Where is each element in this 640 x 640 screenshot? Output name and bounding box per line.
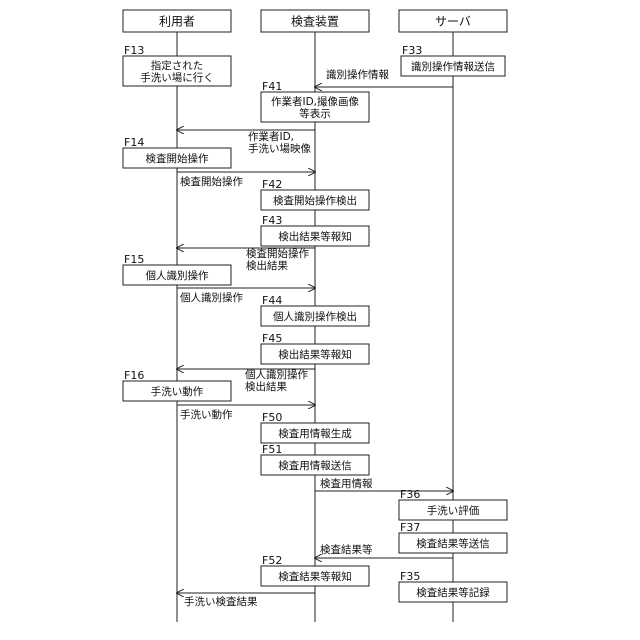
step-number: F42 (262, 178, 282, 191)
step-number: F13 (124, 44, 144, 57)
step-text: 指定された (151, 59, 204, 72)
step-text: 検査結果等報知 (278, 570, 352, 583)
message-label: 検出結果 (245, 380, 287, 393)
step-number: F33 (402, 44, 422, 57)
step-text: 検査用情報送信 (278, 459, 352, 472)
message-label: 手洗い検査結果 (184, 595, 258, 608)
step-text: 検出結果等報知 (278, 230, 352, 243)
step-number: F45 (262, 332, 282, 345)
step-number: F50 (262, 411, 282, 424)
message-label: 個人識別操作 (180, 291, 243, 304)
step-text: 検出結果等報知 (278, 348, 352, 361)
message-label: 作業者ID, (248, 130, 294, 143)
message-m3: 検査開始操作 (177, 172, 315, 188)
step-text: 手洗い動作 (151, 385, 204, 398)
message-m5: 個人識別操作 (177, 288, 315, 304)
step-number: F41 (262, 80, 282, 93)
step-number: F35 (400, 570, 420, 583)
actor-label: 利用者 (159, 15, 195, 29)
step-text: 識別操作情報送信 (411, 60, 495, 73)
step-number: F15 (124, 253, 144, 266)
step-text: 検査用情報生成 (278, 427, 352, 440)
step-text: 個人識別操作検出 (273, 310, 357, 323)
message-label: 個人識別操作 (245, 368, 308, 381)
step-number: F14 (124, 136, 144, 149)
step-number: F36 (400, 488, 420, 501)
step-text: 検査開始操作検出 (273, 194, 357, 207)
step-text: 作業者ID,撮像画像 (271, 95, 360, 108)
message-label: 識別操作情報 (326, 68, 389, 81)
step-text: 等表示 (299, 107, 331, 120)
message-label: 手洗い動作 (180, 408, 233, 421)
message-label: 手洗い場映像 (248, 142, 311, 155)
step-number: F37 (400, 521, 420, 534)
step-number: F44 (262, 294, 282, 307)
step-text: 検査開始操作 (146, 152, 209, 165)
step-number: F16 (124, 369, 144, 382)
step-number: F52 (262, 554, 282, 567)
message-m8: 検査用情報 (315, 477, 453, 491)
message-m10: 手洗い検査結果 (177, 593, 315, 608)
step-text: 検査結果等送信 (416, 537, 490, 550)
step-text: 検査結果等記録 (416, 586, 490, 599)
step-text: 手洗い評価 (427, 504, 480, 517)
step-number: F51 (262, 443, 282, 456)
actor-label: 検査装置 (291, 15, 339, 29)
message-label: 検査結果等 (320, 543, 373, 556)
message-label: 検査開始操作 (246, 247, 309, 260)
actor-user: 利用者 (123, 10, 231, 32)
message-label: 検出結果 (246, 259, 288, 272)
actor-label: サーバ (435, 15, 471, 29)
message-m7: 手洗い動作 (177, 405, 315, 421)
actor-inspect: 検査装置 (261, 10, 369, 32)
message-label: 検査開始操作 (180, 175, 243, 188)
message-label: 検査用情報 (320, 477, 373, 490)
step-text: 手洗い場に行く (140, 71, 214, 84)
step-text: 個人識別操作 (146, 269, 209, 282)
actor-server: サーバ (399, 10, 507, 32)
step-number: F43 (262, 214, 282, 227)
